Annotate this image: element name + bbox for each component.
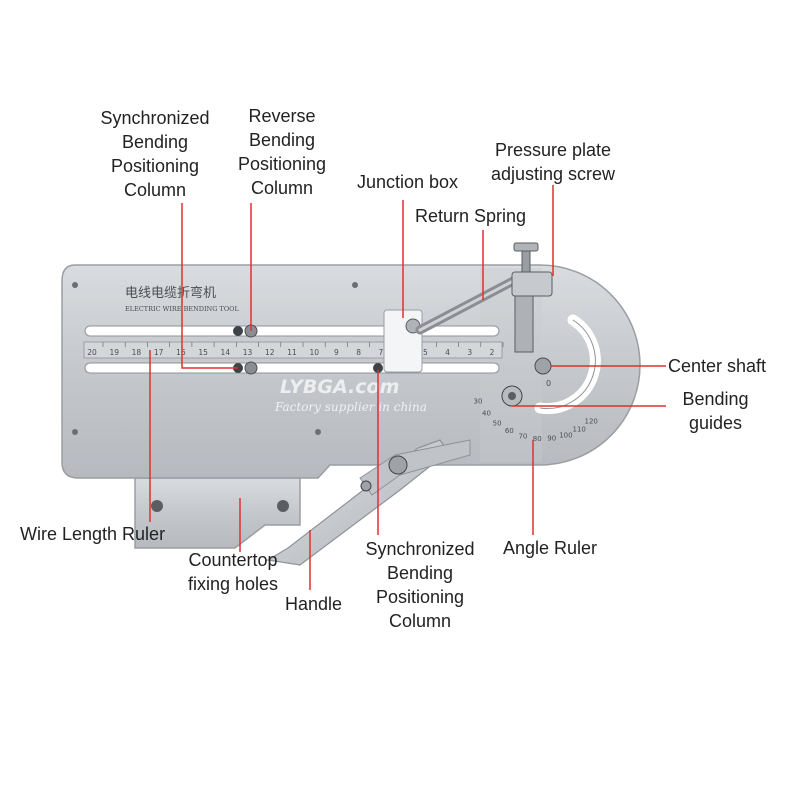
label-line: Synchronized <box>100 108 210 128</box>
countertop-hole <box>151 500 163 512</box>
pressure-plate-block <box>511 271 553 297</box>
handle-pivot-screw <box>388 455 408 475</box>
center-shaft <box>534 357 552 375</box>
label-line: Column <box>250 178 314 198</box>
label-line: Bending <box>386 563 454 583</box>
label-line: fixing holes <box>187 574 279 594</box>
ruler-tick-label: 12 <box>265 348 275 357</box>
ruler-tick-label: 5 <box>423 348 428 357</box>
label-line: adjusting screw <box>490 164 616 184</box>
label-line: Wire Length Ruler <box>20 524 166 544</box>
angle-tick-label: 60 <box>505 427 514 435</box>
plate-title-cn: 电线电缆折弯机 <box>125 285 216 301</box>
label-line: Bending <box>121 132 189 152</box>
upper-slot <box>84 325 500 337</box>
angle-tick-label: 50 <box>493 419 502 427</box>
sync-column-lower <box>373 363 383 373</box>
angle-tick-label: 40 <box>482 409 491 417</box>
ruler-tick-label: 2 <box>490 348 495 357</box>
label-junction-box: Junction box <box>345 170 470 194</box>
ruler-tick-label: 17 <box>154 348 164 357</box>
watermark-brand: LYBGA.com <box>280 376 399 398</box>
return-spring-highlight <box>418 278 517 332</box>
ruler-tick-label: 4 <box>445 348 450 357</box>
label-angle-ruler: Angle Ruler <box>494 536 606 560</box>
label-line: guides <box>688 413 743 433</box>
label-line: Column <box>123 180 187 200</box>
label-line: Bending <box>682 389 749 409</box>
label-line: Reverse <box>248 106 316 126</box>
label-wire-length-ruler: Wire Length Ruler <box>20 522 195 546</box>
handle-link-screw <box>360 480 372 492</box>
plate-screw <box>72 282 78 288</box>
label-line: Junction box <box>356 172 459 192</box>
ruler-tick-label: 16 <box>176 348 186 357</box>
angle-tick-label: 70 <box>518 432 527 440</box>
label-line: Synchronized <box>365 539 475 559</box>
label-sync-column-bottom: Synchronized Bending Positioning Column <box>355 537 485 633</box>
ruler-tick-label: 8 <box>356 348 361 357</box>
label-line: Countertop <box>188 550 278 570</box>
leader-lines <box>149 185 666 590</box>
ruler-tick-label: 14 <box>221 348 231 357</box>
ruler-tick-label: 13 <box>243 348 253 357</box>
label-line: Return Spring <box>414 206 527 226</box>
bending-guide-center <box>508 392 516 400</box>
watermark-tagline: Factory supplier in china <box>274 400 427 414</box>
ruler-tick-label: 7 <box>378 348 383 357</box>
ruler-tick-label: 18 <box>132 348 142 357</box>
label-sync-column-top: Synchronized Bending Positioning Column <box>90 106 220 202</box>
ruler-tick-label: 3 <box>467 348 472 357</box>
label-line: Center shaft <box>668 356 767 376</box>
ruler-tick-label: 9 <box>334 348 339 357</box>
ruler-tick-labels: 201918171615141312111098765432 <box>87 342 504 357</box>
label-line: Pressure plate <box>494 140 612 160</box>
countertop-hole <box>277 500 289 512</box>
center-shaft-mark: 0 <box>546 379 551 388</box>
label-bending-guides: Bending guides <box>668 387 763 435</box>
label-center-shaft: Center shaft <box>668 354 793 378</box>
label-line: Positioning <box>237 154 327 174</box>
label-pressure-plate: Pressure plate adjusting screw <box>478 138 628 186</box>
angle-tick-label: 100 <box>559 431 572 439</box>
pressure-plate-arm <box>514 295 534 353</box>
lower-slot <box>84 362 500 374</box>
label-handle: Handle <box>276 592 351 616</box>
angle-tick-label: 110 <box>573 426 586 434</box>
ruler-tick-label: 20 <box>87 348 97 357</box>
reverse-column-bottom <box>244 361 258 375</box>
angle-tick-label: 90 <box>547 435 556 443</box>
label-line: Column <box>388 611 452 631</box>
pressure-plate-screw-head <box>513 242 539 252</box>
ruler-tick-label: 19 <box>109 348 119 357</box>
ruler-tick-label: 11 <box>287 348 297 357</box>
label-countertop-holes: Countertop fixing holes <box>172 548 294 596</box>
plate-screw <box>352 282 358 288</box>
angle-tick-label: 120 <box>585 418 598 426</box>
plate-screw <box>315 429 321 435</box>
sync-column-top <box>233 326 243 336</box>
label-return-spring: Return Spring <box>403 204 538 228</box>
label-line: Positioning <box>375 587 465 607</box>
label-line: Angle Ruler <box>502 538 598 558</box>
label-line: Handle <box>284 594 343 614</box>
label-line: Bending <box>248 130 316 150</box>
plate-screw <box>72 429 78 435</box>
handle-link <box>359 439 471 496</box>
arc-slot-edge <box>539 319 596 410</box>
leader-sync-column-top <box>181 203 238 369</box>
angle-tick-label: 80 <box>533 435 542 443</box>
ruler-tick-label: 10 <box>309 348 319 357</box>
label-line: Positioning <box>110 156 200 176</box>
ruler-tick-label: 15 <box>198 348 208 357</box>
label-reverse-column: Reverse Bending Positioning Column <box>222 104 342 200</box>
angle-tick-label: 30 <box>474 398 483 406</box>
